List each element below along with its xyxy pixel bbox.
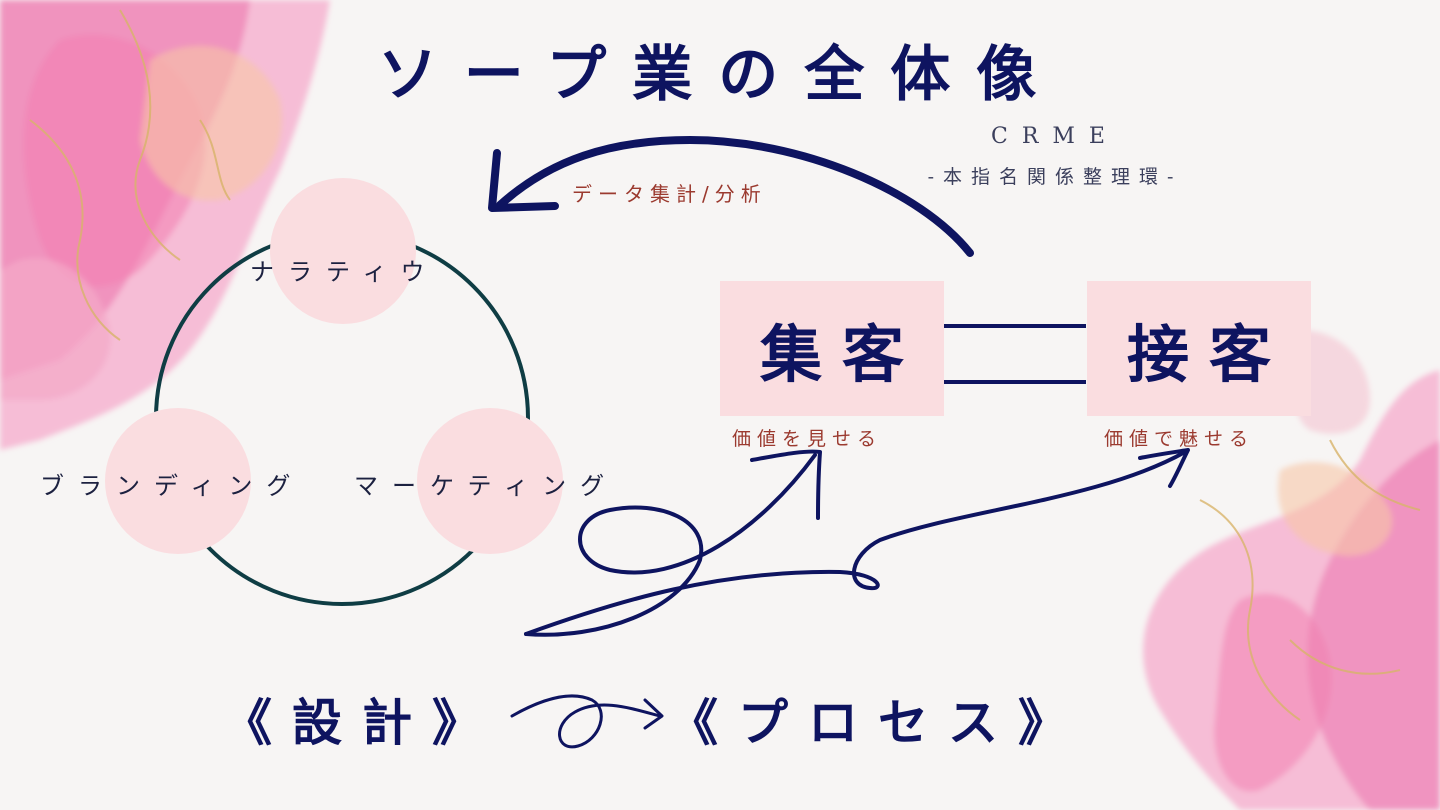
process-label: 《プロセス》	[668, 693, 1088, 752]
gold-veins-top-left	[29, 9, 231, 341]
gold-veins-bottom-right	[1199, 439, 1421, 721]
serve-box: 接客	[1087, 281, 1311, 416]
marketing-circle	[417, 408, 563, 554]
data-analysis-label: データ集計/分析	[572, 182, 767, 206]
narrative-circle	[270, 178, 416, 324]
attract-box: 集客	[720, 281, 944, 416]
page-title: ソープ業の全体像	[377, 40, 1063, 110]
marketing-label: マーケティング	[354, 472, 619, 500]
branding-circle	[105, 408, 251, 554]
crme-subtitle: -本指名関係整理環-	[927, 166, 1183, 188]
design-label: 《設計》	[222, 693, 502, 752]
watercolor-bottom-right	[1143, 330, 1440, 810]
loop-arrow-to-serve	[524, 448, 1190, 636]
bottom-process-arrow	[510, 694, 664, 749]
feedback-arrow	[488, 136, 974, 257]
serve-caption: 価値で魅せる	[1104, 428, 1255, 450]
loop-arrow-to-attract	[524, 449, 822, 637]
crme-title: CRME	[991, 124, 1119, 149]
branding-label: ブランディング	[40, 472, 305, 500]
narrative-label: ナラティウ	[250, 258, 439, 286]
attract-caption: 価値を見せる	[732, 428, 883, 450]
watercolor-top-left	[0, 0, 330, 450]
